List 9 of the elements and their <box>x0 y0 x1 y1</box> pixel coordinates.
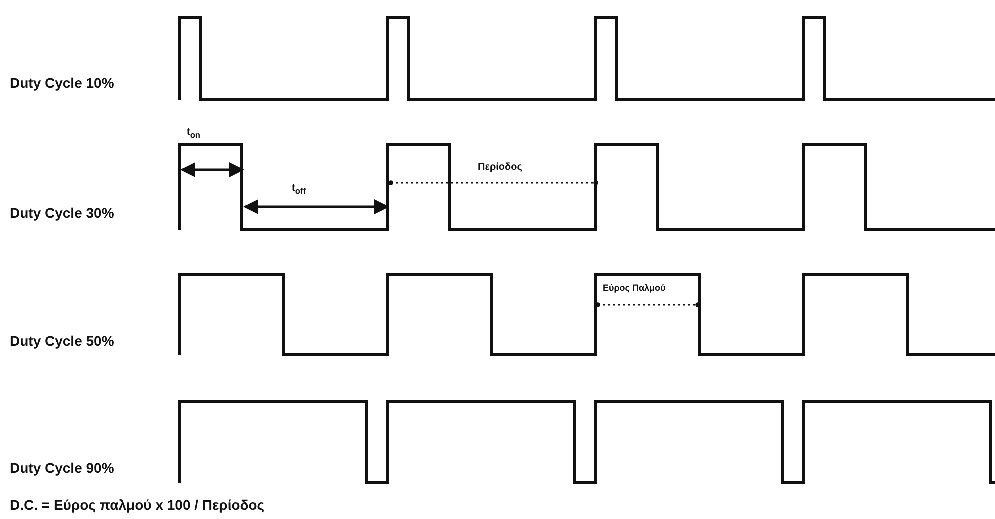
label-text: Duty Cycle 50% <box>10 334 114 348</box>
label-text: Duty Cycle 10% <box>10 76 114 90</box>
label-text: Περίοδος <box>478 163 522 173</box>
label-text: Εύρος Παλμού <box>603 284 666 293</box>
label-text: D.C. = Εύρος παλμού x 100 / Περίοδος <box>10 498 265 512</box>
label-text: Duty Cycle 90% <box>10 461 114 475</box>
label-text: t$_{off}$ <box>292 184 306 196</box>
label-text: t$_{on}$ <box>187 128 201 140</box>
label-text: Duty Cycle 30% <box>10 206 114 220</box>
